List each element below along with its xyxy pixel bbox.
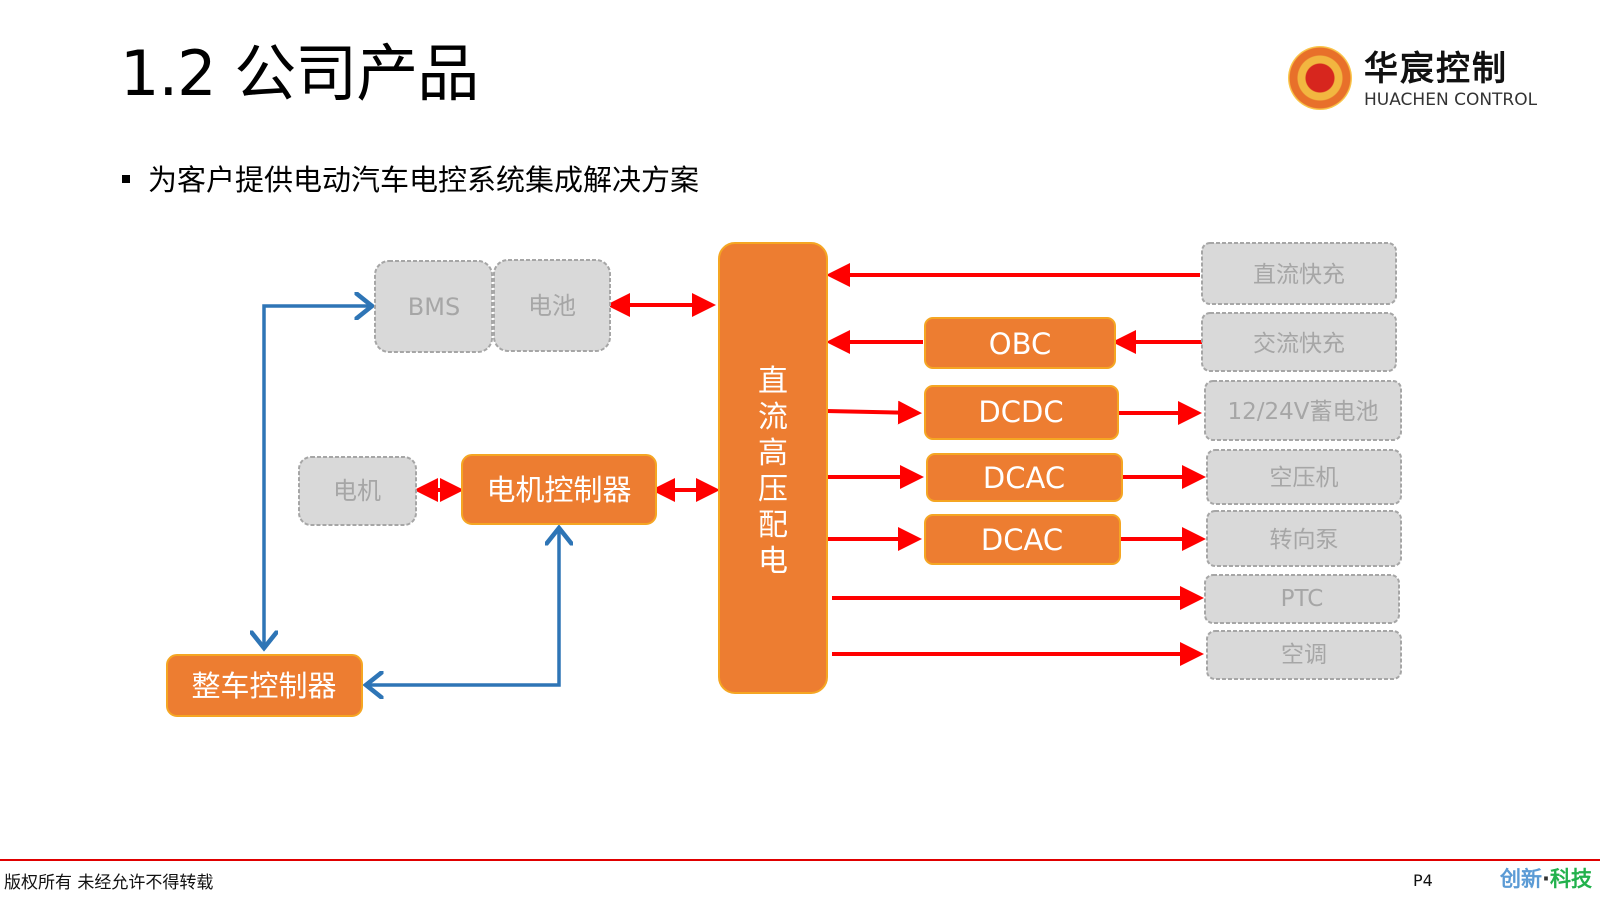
slogan-part-innovation: 创新: [1500, 867, 1542, 891]
node-dc-fast-charge: 直流快充: [1201, 242, 1397, 305]
node-air-compressor: 空压机: [1206, 449, 1402, 505]
node-label: OBC: [989, 327, 1051, 361]
node-label: 交流快充: [1253, 331, 1345, 357]
arrow-vcu-bms: [264, 306, 372, 648]
node-label: 电机控制器: [486, 473, 631, 507]
pdu-label-char: 流: [758, 400, 788, 435]
logo-name-cn: 华宸控制: [1364, 49, 1508, 89]
node-label: DCAC: [983, 461, 1065, 495]
pdu-label-char: 高: [758, 436, 788, 471]
node-ac: 空调: [1206, 630, 1402, 680]
node-battery: 电池: [493, 259, 611, 352]
slogan-part-technology: 科技: [1549, 867, 1592, 891]
slogan-separator: ·: [1542, 867, 1550, 891]
node-motor-controller: 电机控制器: [461, 454, 657, 525]
arrow-vcu-motorcontroller: [366, 528, 559, 685]
node-label: 电机: [333, 477, 381, 505]
node-dcac-2: DCAC: [924, 514, 1121, 565]
node-label: 整车控制器: [191, 669, 336, 703]
bullet-square-icon: [122, 175, 130, 183]
node-label: DCDC: [978, 395, 1063, 429]
node-label: 空压机: [1270, 465, 1339, 491]
node-pdu: 直流高压配电: [718, 242, 828, 694]
node-label: DCAC: [981, 523, 1063, 557]
node-obc: OBC: [924, 317, 1116, 369]
node-aux-battery: 12/24V蓄电池: [1204, 380, 1402, 441]
node-dcac-1: DCAC: [926, 453, 1123, 502]
gear-logo-icon: [1288, 46, 1352, 110]
node-ptc: PTC: [1204, 574, 1400, 624]
node-label: PTC: [1281, 586, 1324, 612]
node-label: 电池: [528, 292, 576, 320]
company-logo: 华宸控制 HUACHEN CONTROL: [1288, 46, 1548, 118]
pdu-label-char: 压: [758, 472, 788, 507]
node-label: 空调: [1281, 642, 1327, 668]
slogan: 创新·科技: [1500, 866, 1592, 892]
footer-divider: [0, 859, 1600, 861]
page-title: 1.2 公司产品: [120, 37, 479, 110]
arrow-pdu-dcdc: [825, 400, 922, 425]
bullet-point: 为客户提供电动汽车电控系统集成解决方案: [122, 160, 699, 200]
node-label: 转向泵: [1270, 527, 1339, 553]
node-label: 直流快充: [1253, 262, 1345, 288]
bullet-text: 为客户提供电动汽车电控系统集成解决方案: [148, 163, 700, 197]
system-diagram: BMS 电池 电机 电机控制器 整车控制器 直流高压配电 OBC DCDC DC…: [166, 242, 1402, 717]
node-steering-pump: 转向泵: [1206, 510, 1402, 567]
node-motor: 电机: [298, 456, 417, 526]
node-bms: BMS: [374, 260, 493, 353]
node-dcdc: DCDC: [924, 385, 1119, 440]
node-ac-charge: 交流快充: [1201, 312, 1397, 372]
node-label: 直流高压配电: [758, 364, 788, 579]
pdu-label-char: 配: [758, 508, 788, 543]
page-number: P4: [1413, 871, 1433, 890]
node-vcu: 整车控制器: [166, 654, 363, 717]
pdu-label-char: 电: [758, 544, 788, 579]
logo-name-en: HUACHEN CONTROL: [1364, 90, 1538, 110]
node-label: BMS: [408, 293, 460, 321]
pdu-label-char: 直: [758, 364, 788, 399]
node-label: 12/24V蓄电池: [1227, 399, 1378, 425]
copyright-notice: 版权所有 未经允许不得转载: [4, 873, 214, 893]
